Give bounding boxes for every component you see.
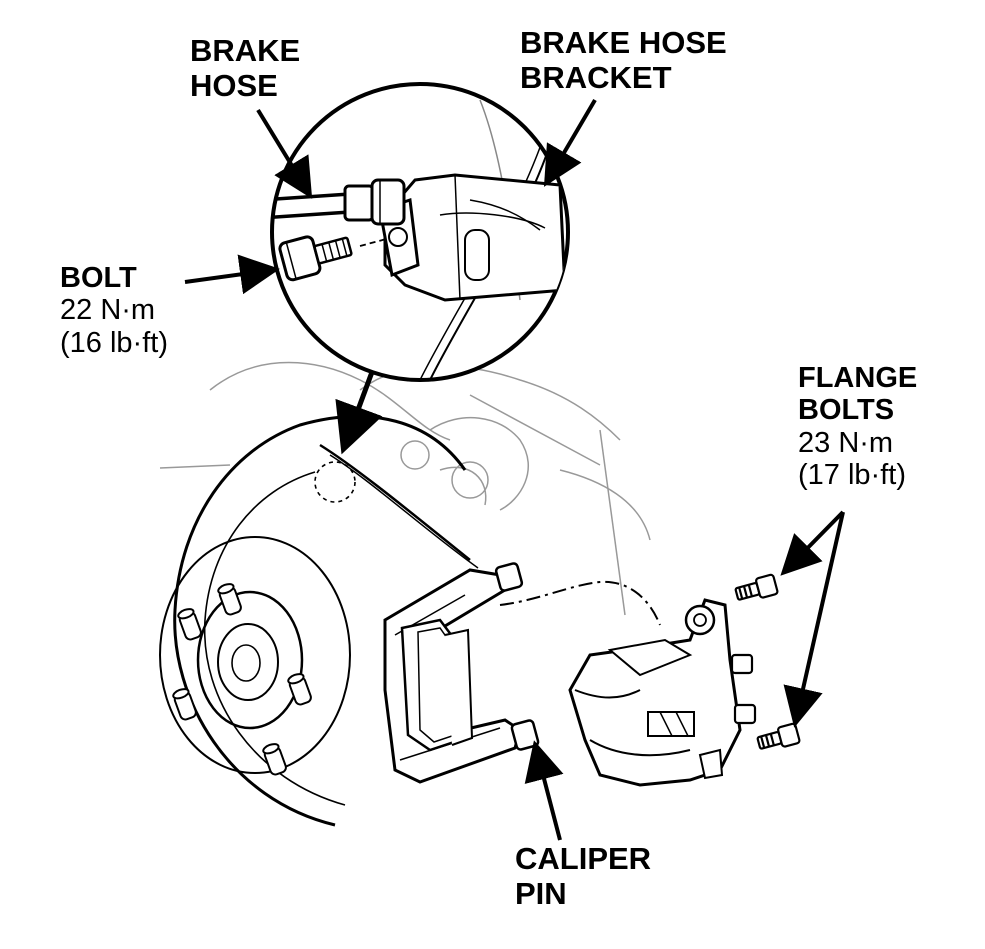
flange-bolts-label-line2: BOLTS: [798, 394, 895, 427]
caliper-body: [568, 598, 757, 787]
caliper-pin-label-line2: PIN: [515, 875, 567, 911]
bolt-torque-imperial: (16 lb·ft): [60, 326, 168, 359]
caliper-pin-label: CALIPER PIN: [515, 841, 652, 911]
caliper-pin-label-line1: CALIPER: [515, 841, 652, 876]
brake-pads: [400, 618, 474, 752]
wheel-studs: [172, 583, 312, 776]
brake-hose-label: BRAKE HOSE: [190, 33, 301, 103]
flange-bolts-label-line1: FLANGE: [798, 362, 918, 394]
suspension-background: [159, 361, 651, 616]
flange-bolts-torque-imperial: (17 lb·ft): [798, 459, 906, 492]
flange-arrow-upper: [780, 510, 845, 576]
brake-rotor: [159, 414, 467, 827]
detail-zoom-circle: [270, 82, 570, 382]
hose-route: [314, 443, 661, 626]
brake-hose-bracket-label-line1: BRAKE HOSE: [520, 25, 727, 60]
caliper-pin-arrow: [524, 740, 564, 841]
callout-arrows: [184, 98, 845, 841]
bolt-label: BOLT 22 N·m (16 lb·ft): [60, 262, 168, 359]
flange-bolts-torque-metric: 23 N·m: [798, 426, 894, 459]
flange-bolt-parts: [734, 573, 801, 750]
brake-hose-bracket-label-line2: BRACKET: [520, 59, 672, 95]
flange-arrow-lower: [783, 511, 845, 728]
brake-hose-bracket-label: BRAKE HOSE BRACKET: [520, 25, 727, 95]
brake-hose-label-line1: BRAKE: [190, 33, 301, 68]
brake-hose-label-line2: HOSE: [190, 67, 278, 103]
flange-bolts-label: FLANGE BOLTS 23 N·m (17 lb·ft): [798, 362, 917, 492]
zoom-pointer-arrow: [335, 371, 383, 455]
bolt-arrow: [184, 254, 280, 295]
brake-hose-arrow: [256, 108, 313, 199]
bolt-label-name: BOLT: [60, 262, 137, 294]
bolt-torque-metric: 22 N·m: [60, 294, 156, 327]
bracket-arrow: [543, 98, 597, 187]
